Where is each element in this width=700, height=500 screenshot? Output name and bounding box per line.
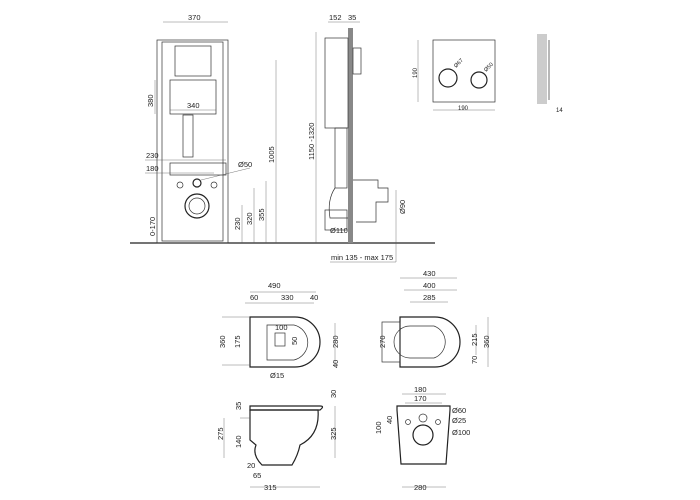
panel-width-label: 190: [458, 106, 469, 112]
side-140-label: 140: [234, 435, 243, 448]
frame-side-view: [315, 21, 397, 263]
cistern-width-label: 340: [187, 101, 200, 110]
cistern-height-label: 380: [146, 94, 155, 107]
back-280-label: 280: [414, 483, 427, 492]
bolt-diameter-label: Ø15: [270, 371, 284, 380]
seat-285-label: 285: [423, 293, 436, 302]
seat-top-view: [381, 277, 489, 368]
drain-90-label: Ø90: [398, 200, 407, 214]
side-30-label: 30: [329, 390, 338, 398]
height-1005-label: 1005: [267, 146, 276, 163]
side-325-label: 325: [329, 427, 338, 440]
frame-front-view: [130, 21, 435, 244]
bowl-length-label: 490: [268, 281, 281, 290]
panel-thickness-label: 14: [556, 108, 563, 114]
bowl-175-label: 175: [233, 335, 242, 348]
button-large-label: Ø67: [453, 58, 465, 70]
flush-button-small: [470, 71, 488, 89]
depth-152-label: 152: [329, 13, 342, 22]
bowl-100-label: 100: [275, 323, 288, 332]
panel-height-label: 190: [413, 67, 419, 78]
bowl-60-label: 60: [250, 293, 258, 302]
width-230-label: 230: [146, 151, 159, 160]
side-275-label: 275: [216, 427, 225, 440]
bowl-back-view: [396, 393, 451, 488]
seat-430-label: 430: [423, 269, 436, 278]
bowl-330-label: 330: [281, 293, 294, 302]
height-320-label: 320: [245, 212, 254, 225]
width-180-label: 180: [146, 164, 159, 173]
flush-button-large: [438, 68, 458, 88]
back-d100-label: Ø100: [452, 428, 470, 437]
button-small-label: Ø50: [483, 62, 495, 74]
side-315-label: 315: [264, 483, 277, 492]
seat-360-label: 360: [482, 335, 491, 348]
outlet-diameter-label: Ø50: [238, 160, 252, 169]
height-230-label: 230: [233, 217, 242, 230]
back-100-label: 100: [374, 421, 383, 434]
bowl-40b-label: 40: [331, 360, 340, 368]
side-65-label: 65: [253, 471, 261, 480]
bowl-top-view: [222, 291, 336, 368]
side-35-label: 35: [234, 402, 243, 410]
back-d25-label: Ø25: [452, 416, 466, 425]
back-d60-label: Ø60: [452, 406, 466, 415]
frame-height-label: 1150 -1320: [307, 123, 316, 160]
bowl-side-view: [223, 405, 336, 488]
seat-400-label: 400: [423, 281, 436, 290]
seat-270-label: 270: [378, 335, 387, 348]
flush-panel-view: [417, 34, 550, 111]
bowl-width-label: 360: [218, 335, 227, 348]
depth-35-label: 35: [348, 13, 356, 22]
height-355-label: 355: [257, 208, 266, 221]
back-180-label: 180: [414, 385, 427, 394]
install-depth-label: min 135 - max 175: [331, 253, 393, 262]
bowl-40-label: 40: [310, 293, 318, 302]
side-20-label: 20: [247, 461, 255, 470]
seat-70-label: 70: [470, 356, 479, 364]
seat-215-label: 215: [470, 333, 479, 346]
back-170-label: 170: [414, 394, 427, 403]
leg-adjust-label: 0-170: [148, 217, 157, 236]
drain-110-label: Ø110: [330, 226, 348, 235]
bowl-280-label: 280: [331, 335, 340, 348]
bowl-50-label: 50: [290, 337, 299, 345]
back-40-label: 40: [385, 416, 394, 424]
frame-width-label: 370: [188, 13, 201, 22]
